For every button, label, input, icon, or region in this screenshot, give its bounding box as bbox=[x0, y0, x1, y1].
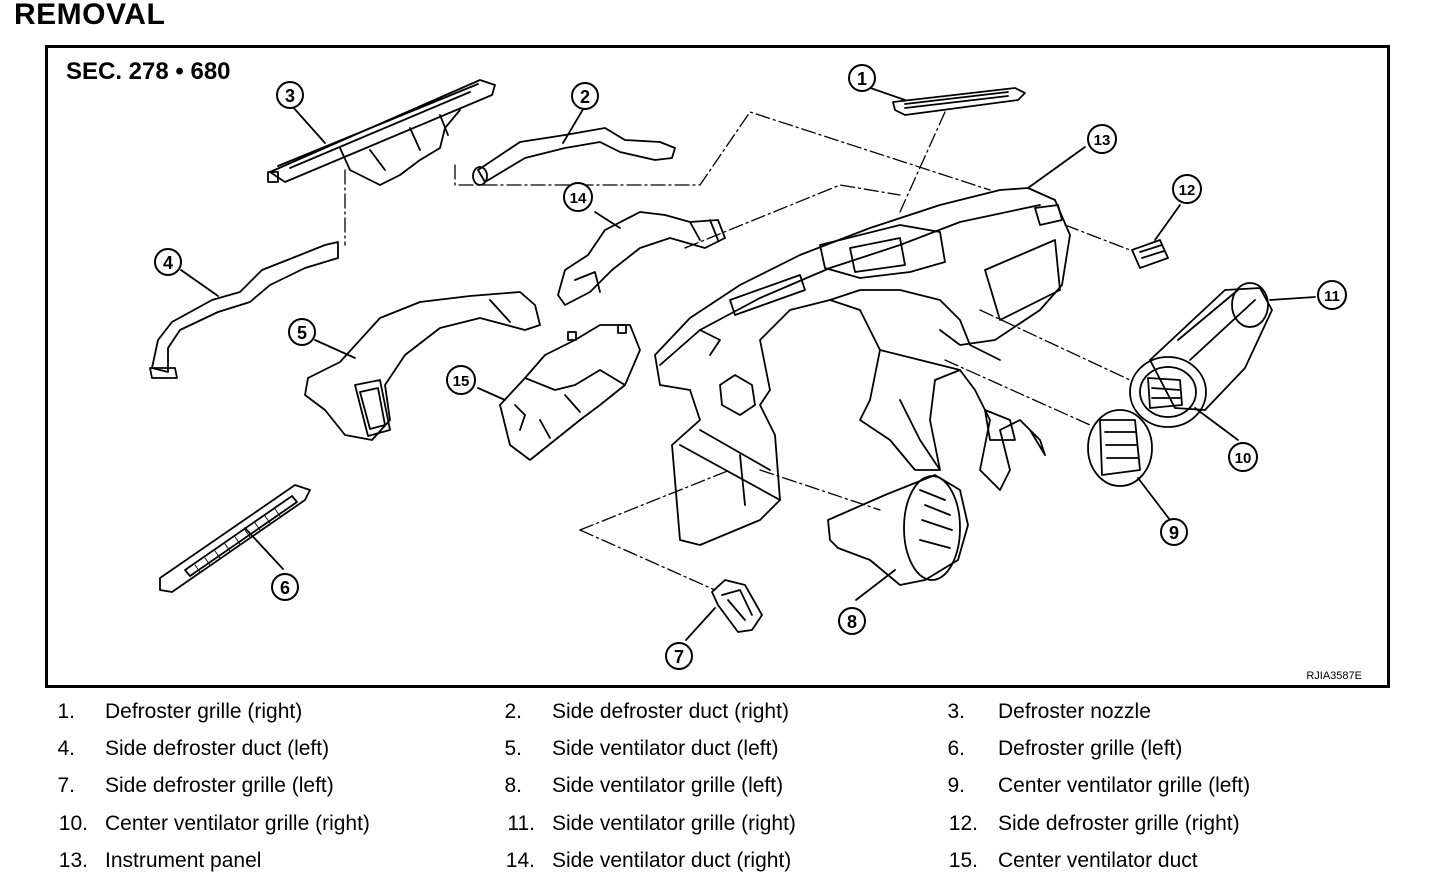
callout-3-label: 3 bbox=[285, 86, 295, 106]
callout-4-label: 4 bbox=[163, 253, 173, 273]
legend-number: 15. bbox=[948, 849, 978, 872]
legend-label: Defroster grille (left) bbox=[998, 737, 1183, 760]
callout-7-label: 7 bbox=[674, 647, 684, 667]
legend-number: 12. bbox=[948, 812, 978, 835]
legend-number: 4. bbox=[57, 737, 75, 760]
legend-label: Side defroster grille (right) bbox=[998, 812, 1240, 835]
part-side-ventilator-duct-left bbox=[304, 291, 541, 441]
section-label: SEC. 278 • 680 bbox=[66, 58, 231, 85]
callout-13-label: 13 bbox=[1094, 132, 1111, 149]
callout-2-label: 2 bbox=[580, 87, 590, 107]
callout-8-label: 8 bbox=[847, 612, 857, 632]
callout-5: 5 bbox=[288, 318, 316, 346]
legend-label: Side ventilator duct (right) bbox=[552, 849, 792, 872]
part-defroster-grille-left bbox=[159, 484, 311, 593]
callout-9: 9 bbox=[1160, 518, 1188, 546]
part-side-defroster-grille-left bbox=[711, 579, 763, 633]
legend-number: 5. bbox=[504, 737, 522, 760]
legend-number: 9. bbox=[947, 774, 965, 797]
callout-10-label: 10 bbox=[1235, 450, 1252, 467]
callout-13: 13 bbox=[1087, 124, 1117, 154]
legend-label: Defroster grille (right) bbox=[105, 700, 303, 723]
legend-label: Center ventilator duct bbox=[998, 849, 1198, 872]
legend-label: Side ventilator duct (left) bbox=[552, 737, 779, 760]
callout-12-label: 12 bbox=[1179, 182, 1196, 199]
legend-number: 3. bbox=[947, 700, 965, 723]
part-side-ventilator-grille-right bbox=[1149, 282, 1273, 411]
legend-label: Center ventilator grille (left) bbox=[998, 774, 1251, 797]
legend-number: 2. bbox=[504, 700, 522, 723]
legend-number: 13. bbox=[58, 849, 88, 872]
callout-11-label: 11 bbox=[1324, 288, 1340, 305]
legend-label: Center ventilator grille (right) bbox=[105, 812, 370, 835]
legend-number: 14. bbox=[505, 849, 535, 872]
part-side-defroster-duct-right bbox=[472, 127, 676, 186]
part-center-ventilator-grille-left bbox=[1087, 409, 1153, 487]
legend-number: 1. bbox=[57, 700, 75, 723]
legend-label: Side defroster grille (left) bbox=[105, 774, 334, 797]
alignment-lines bbox=[344, 111, 1131, 591]
part-center-ventilator-duct bbox=[499, 324, 641, 461]
exploded-parts-diagram: 1 2 3 4 5 6 7 8 9 10 11 12 13 14 15 bbox=[149, 64, 1347, 670]
part-side-defroster-duct-left bbox=[149, 241, 339, 379]
diagram-frame bbox=[45, 45, 1390, 688]
part-defroster-nozzle bbox=[267, 79, 496, 186]
callout-1-label: 1 bbox=[857, 69, 867, 89]
legend-label: Side defroster duct (left) bbox=[105, 737, 330, 760]
callouts: 1 2 3 4 5 6 7 8 9 10 11 12 13 14 15 bbox=[154, 64, 1347, 670]
page-title: REMOVAL bbox=[14, 0, 166, 31]
part-side-ventilator-grille-left bbox=[827, 474, 969, 586]
callout-6: 6 bbox=[271, 573, 299, 601]
legend-number: 10. bbox=[58, 812, 88, 835]
legend-number: 8. bbox=[504, 774, 522, 797]
callout-5-label: 5 bbox=[297, 323, 307, 343]
part-center-ventilator-grille-right bbox=[1129, 356, 1207, 428]
callout-9-label: 9 bbox=[1169, 523, 1179, 543]
callout-12: 12 bbox=[1172, 174, 1202, 204]
callout-2: 2 bbox=[571, 82, 599, 110]
leader-lines bbox=[180, 84, 1316, 641]
callout-1: 1 bbox=[848, 64, 876, 92]
callout-11: 11 bbox=[1317, 280, 1347, 310]
legend-label: Side ventilator grille (left) bbox=[552, 774, 784, 797]
callout-6-label: 6 bbox=[280, 578, 290, 598]
part-side-ventilator-duct-right bbox=[557, 211, 726, 306]
callout-8: 8 bbox=[838, 607, 866, 635]
callout-7: 7 bbox=[665, 642, 693, 670]
legend-label: Defroster nozzle bbox=[998, 700, 1151, 723]
figure-id: RJIA3587E bbox=[1306, 670, 1362, 682]
legend-label: Side defroster duct (right) bbox=[552, 700, 789, 723]
callout-14-label: 14 bbox=[570, 190, 587, 207]
callout-3: 3 bbox=[276, 81, 304, 109]
callout-15-label: 15 bbox=[453, 373, 470, 390]
legend-label: Side ventilator grille (right) bbox=[552, 812, 796, 835]
callout-4: 4 bbox=[154, 248, 182, 276]
part-defroster-grille-right bbox=[892, 87, 1026, 116]
callout-14: 14 bbox=[563, 182, 593, 212]
legend-number: 11. bbox=[507, 812, 535, 835]
part-side-defroster-grille-right bbox=[1131, 239, 1169, 269]
legend-number: 6. bbox=[947, 737, 965, 760]
callout-10: 10 bbox=[1228, 442, 1258, 472]
callout-15: 15 bbox=[446, 365, 476, 395]
legend-number: 7. bbox=[57, 774, 75, 797]
legend-label: Instrument panel bbox=[105, 849, 262, 872]
